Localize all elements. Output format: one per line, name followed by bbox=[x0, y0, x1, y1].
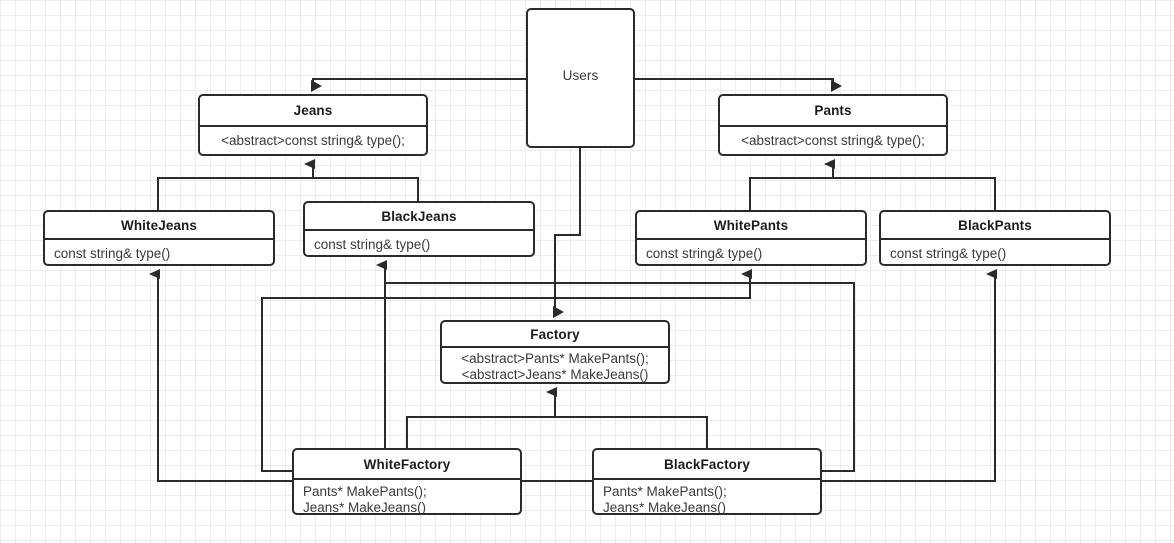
edge-users-to-pants bbox=[635, 78, 842, 92]
class-divider bbox=[45, 238, 273, 240]
class-members-blackjeans: const string& type() bbox=[314, 237, 431, 252]
class-title-blackpants: BlackPants bbox=[958, 218, 1032, 233]
edge-users-to-jeans bbox=[311, 78, 526, 92]
edge-users-to-factory bbox=[553, 148, 581, 318]
class-divider bbox=[637, 238, 865, 240]
class-title-factory: Factory bbox=[530, 327, 580, 342]
class-box-factory[interactable]: Factory <abstract>Pants* MakePants(); <a… bbox=[440, 320, 670, 384]
edge-whitejeans-to-jeans bbox=[157, 177, 313, 210]
class-title-whitepants: WhitePants bbox=[713, 218, 789, 233]
class-members-whitepants: const string& type() bbox=[646, 246, 763, 261]
class-box-users[interactable]: Users bbox=[526, 8, 635, 148]
class-box-pants[interactable]: Pants <abstract>const string& type(); bbox=[718, 94, 948, 156]
edge-blackpants-to-pants bbox=[833, 177, 996, 210]
edge-whitefactory-to-whitejeans bbox=[149, 269, 292, 482]
class-members-whitejeans: const string& type() bbox=[54, 246, 171, 261]
class-box-blackjeans[interactable]: BlackJeans const string& type() bbox=[303, 201, 535, 257]
class-title-whitejeans: WhiteJeans bbox=[120, 218, 198, 233]
class-divider bbox=[200, 125, 426, 127]
edge-blackfactory-to-blackpants bbox=[822, 269, 997, 482]
class-members-whitefactory: Pants* MakePants(); Jeans* MakeJeans() bbox=[303, 484, 427, 515]
class-box-blackpants[interactable]: BlackPants const string& type() bbox=[879, 210, 1111, 266]
edge-whitefactory-to-factory bbox=[406, 416, 555, 448]
class-title-whitefactory: WhiteFactory bbox=[363, 457, 451, 472]
class-box-whitepants[interactable]: WhitePants const string& type() bbox=[635, 210, 867, 266]
edge-blackfactory-to-factory bbox=[555, 416, 708, 448]
class-members-blackpants: const string& type() bbox=[890, 246, 1007, 261]
class-divider bbox=[305, 229, 533, 231]
class-box-whitejeans[interactable]: WhiteJeans const string& type() bbox=[43, 210, 275, 266]
edge-blackjeans-to-jeans bbox=[313, 177, 419, 201]
class-box-blackfactory[interactable]: BlackFactory Pants* MakePants(); Jeans* … bbox=[592, 448, 822, 515]
class-divider bbox=[881, 238, 1109, 240]
class-title-jeans: Jeans bbox=[293, 103, 333, 118]
class-divider bbox=[720, 125, 946, 127]
class-title-users: Users bbox=[562, 68, 599, 83]
class-members-pants: <abstract>const string& type(); bbox=[741, 133, 925, 148]
class-box-whitefactory[interactable]: WhiteFactory Pants* MakePants(); Jeans* … bbox=[292, 448, 522, 515]
class-box-jeans[interactable]: Jeans <abstract>const string& type(); bbox=[198, 94, 428, 156]
class-members-factory: <abstract>Pants* MakePants(); <abstract>… bbox=[461, 351, 649, 382]
class-title-blackjeans: BlackJeans bbox=[381, 209, 457, 224]
edge-whitepants-to-pants bbox=[749, 177, 833, 210]
class-title-blackfactory: BlackFactory bbox=[664, 457, 750, 472]
class-divider bbox=[594, 478, 820, 480]
class-title-pants: Pants bbox=[814, 103, 852, 118]
class-members-blackfactory: Pants* MakePants(); Jeans* MakeJeans() bbox=[603, 484, 727, 515]
class-members-jeans: <abstract>const string& type(); bbox=[221, 133, 405, 148]
